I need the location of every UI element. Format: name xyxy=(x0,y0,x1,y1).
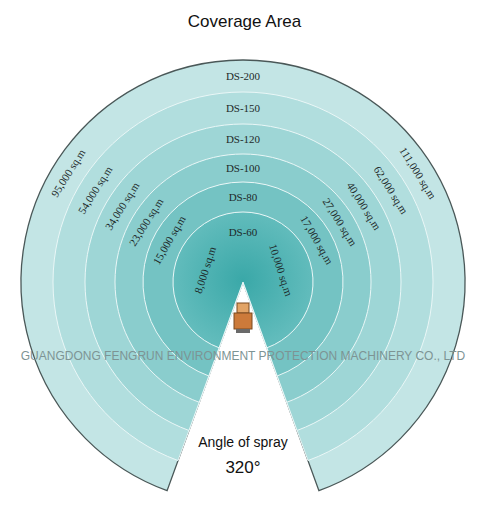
coverage-band: DS-15054,000 sq.m62,000 sq.mDS-12034,000… xyxy=(53,92,433,472)
sprayer-top xyxy=(237,303,249,313)
model-label: DS-80 xyxy=(229,191,258,203)
coverage-band: DS-608,000 sq.m10,000 sq.m xyxy=(173,212,313,352)
band-outline xyxy=(85,124,401,430)
watermark: GUANGDONG FENGRUN ENVIRONMENT PROTECTION… xyxy=(21,349,465,363)
model-label: DS-150 xyxy=(226,102,260,114)
coverage-band: DS-10023,000 sq.m27,000 sq.mDS-8015,000 … xyxy=(115,154,371,410)
model-label: DS-100 xyxy=(226,162,260,174)
title: Coverage Area xyxy=(0,12,489,32)
model-label: DS-120 xyxy=(226,133,260,145)
band-outline xyxy=(143,182,343,376)
band-outline xyxy=(115,154,371,402)
coverage-band: DS-12034,000 sq.m40,000 sq.mDS-10023,000… xyxy=(85,124,401,440)
angle-label: Angle of spray xyxy=(198,434,288,450)
angle-value: 320° xyxy=(225,458,260,478)
band-outline xyxy=(53,92,433,461)
sprayer-base xyxy=(236,329,250,333)
model-label: DS-200 xyxy=(226,70,260,82)
model-label: DS-60 xyxy=(229,226,258,238)
sprayer-body xyxy=(234,313,252,329)
band-outline xyxy=(173,212,313,348)
band-outline xyxy=(21,60,465,491)
